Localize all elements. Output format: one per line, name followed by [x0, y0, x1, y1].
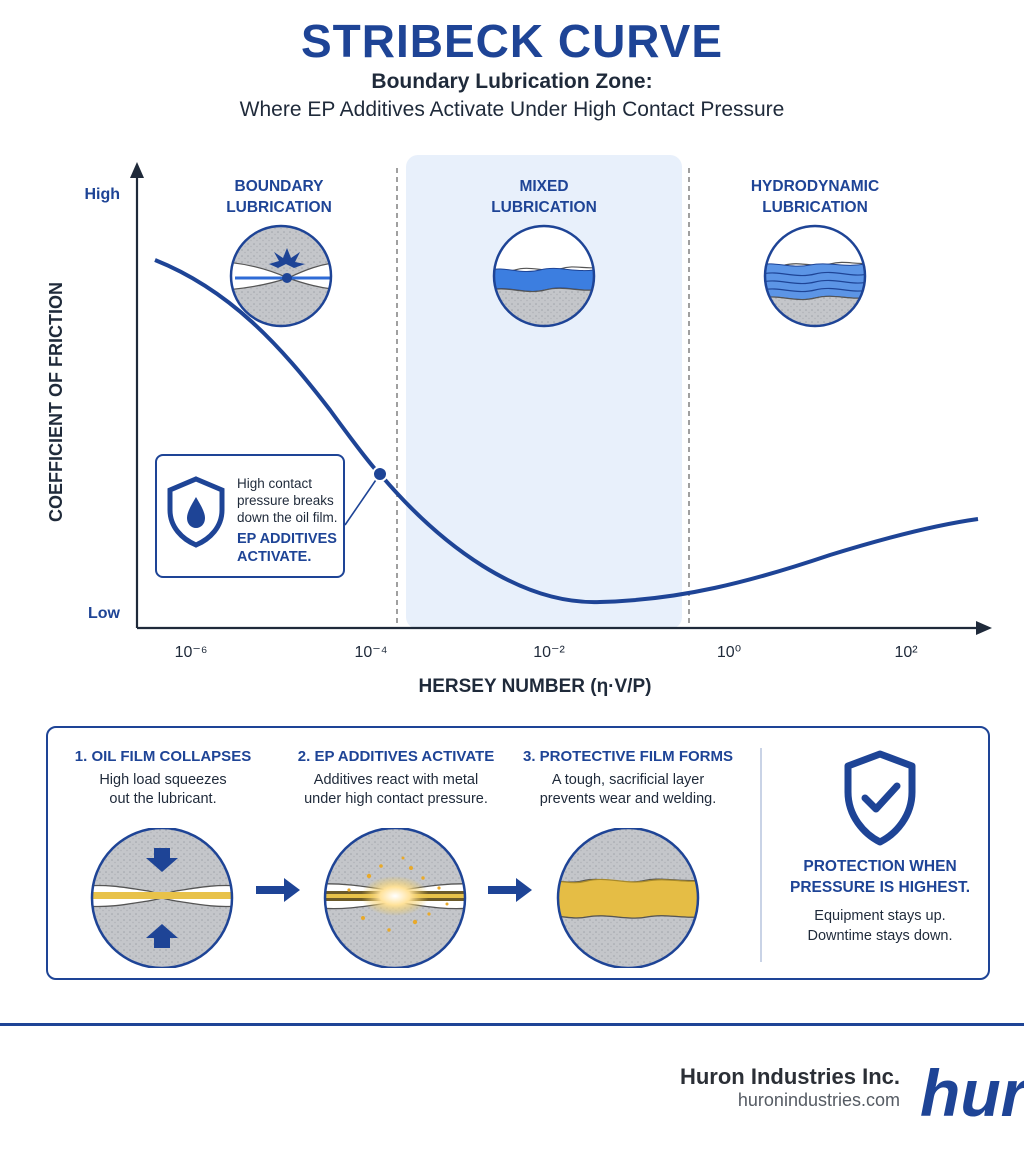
panel-divider — [760, 748, 762, 962]
protection-title-line2: PRESSURE IS HIGHEST. — [789, 879, 970, 896]
page-subtitle-detail: Where EP Additives Activate Under High C… — [239, 98, 785, 121]
zone-label-hydrodynamic-2: LUBRICATION — [762, 199, 868, 216]
x-axis-title: HERSEY NUMBER (η·V/P) — [419, 676, 652, 697]
protection-description-line2: Downtime stays down. — [807, 928, 953, 944]
step-ep-additives-activate: 2. EP ADDITIVES ACTIVATE Additives react… — [271, 748, 521, 809]
zone-label-mixed-2: LUBRICATION — [491, 199, 597, 216]
mixed-zone-band — [406, 155, 682, 629]
ep-callout-box: High contact pressure breaks down the oi… — [155, 454, 345, 578]
boundary-contact-illustration — [229, 224, 333, 328]
huron-logo: huro — [920, 1056, 1024, 1130]
company-website: huronindustries.com — [737, 1090, 900, 1110]
hydrodynamic-contact-illustration — [763, 224, 867, 328]
callout-connector — [344, 473, 381, 526]
page-title: STRIBECK CURVE — [300, 15, 724, 67]
shield-check-icon — [844, 750, 916, 846]
step-description: Additives react with metal under high co… — [271, 771, 521, 809]
step-protective-film-forms: 3. PROTECTIVE FILM FORMS A tough, sacrif… — [503, 748, 753, 809]
oil-film-collapse-illustration — [90, 828, 234, 968]
protection-description: Equipment stays up. Downtime stays down. — [770, 906, 990, 946]
logo-wordmark: huro — [920, 1056, 1024, 1130]
x-tick-label: 10⁻⁴ — [354, 644, 387, 661]
protection-description-line1: Equipment stays up. — [814, 908, 946, 924]
protection-title: PROTECTION WHEN PRESSURE IS HIGHEST. — [770, 856, 990, 898]
step-title: 3. PROTECTIVE FILM FORMS — [522, 748, 733, 765]
ep-additive-reaction-illustration — [323, 828, 467, 968]
step-description-line1: A tough, sacrificial layer — [551, 772, 705, 788]
protection-title-line1: PROTECTION WHEN — [803, 858, 957, 875]
callout-text-line1: High contact — [237, 476, 312, 491]
step-description-line1: High load squeezes — [99, 772, 227, 788]
x-tick-label: 10⁻² — [533, 644, 565, 661]
step-title: 2. EP ADDITIVES ACTIVATE — [297, 748, 495, 765]
x-tick-label: 10² — [894, 644, 918, 661]
callout-emphasis-line1: EP ADDITIVES — [237, 531, 337, 547]
x-tick-label: 10⁻⁶ — [175, 644, 208, 661]
step-description-line2: prevents wear and welding. — [539, 791, 717, 807]
arrow-right-icon — [256, 878, 300, 902]
step-description-line1: Additives react with metal — [313, 772, 479, 788]
y-axis-title: COEFFICIENT OF FRICTION — [46, 282, 66, 522]
zone-label-mixed: MIXED — [519, 178, 568, 195]
footer-divider — [0, 1023, 1024, 1026]
page-subtitle: Boundary Lubrication Zone: — [371, 70, 653, 93]
step-description: High load squeezes out the lubricant. — [38, 771, 288, 809]
step-description: A tough, sacrificial layer prevents wear… — [503, 771, 753, 809]
stribeck-curve — [154, 258, 979, 605]
y-axis-arrow — [130, 162, 144, 178]
step-oil-film-collapses: 1. OIL FILM COLLAPSES High load squeezes… — [38, 748, 288, 809]
protection-summary: PROTECTION WHEN PRESSURE IS HIGHEST. Equ… — [770, 748, 990, 946]
callout-text-line2: pressure breaks — [237, 493, 334, 508]
step-description-line2: under high contact pressure. — [304, 791, 488, 807]
callout-emphasis-line2: ACTIVATE. — [237, 549, 311, 565]
step-description-line2: out the lubricant. — [109, 791, 217, 807]
zone-label-hydrodynamic: HYDRODYNAMIC — [751, 178, 879, 195]
y-label-low: Low — [88, 605, 121, 622]
protective-film-illustration — [556, 828, 700, 968]
ep-process-panel: 1. OIL FILM COLLAPSES High load squeezes… — [46, 726, 990, 980]
stribeck-chart: COEFFICIENT OF FRICTION High Low 10⁻⁶ 10… — [46, 155, 992, 697]
x-axis-arrow — [976, 621, 992, 635]
x-tick-label: 10⁰ — [717, 644, 741, 661]
arrow-right-icon — [488, 878, 532, 902]
callout-text-line3: down the oil film. — [237, 510, 338, 525]
zone-label-boundary-2: LUBRICATION — [226, 199, 332, 216]
company-name: Huron Industries Inc. — [679, 1064, 900, 1089]
zone-label-boundary: BOUNDARY — [235, 178, 325, 195]
ep-activation-point — [372, 466, 388, 482]
y-label-high: High — [84, 186, 120, 203]
step-title: 1. OIL FILM COLLAPSES — [74, 748, 252, 765]
